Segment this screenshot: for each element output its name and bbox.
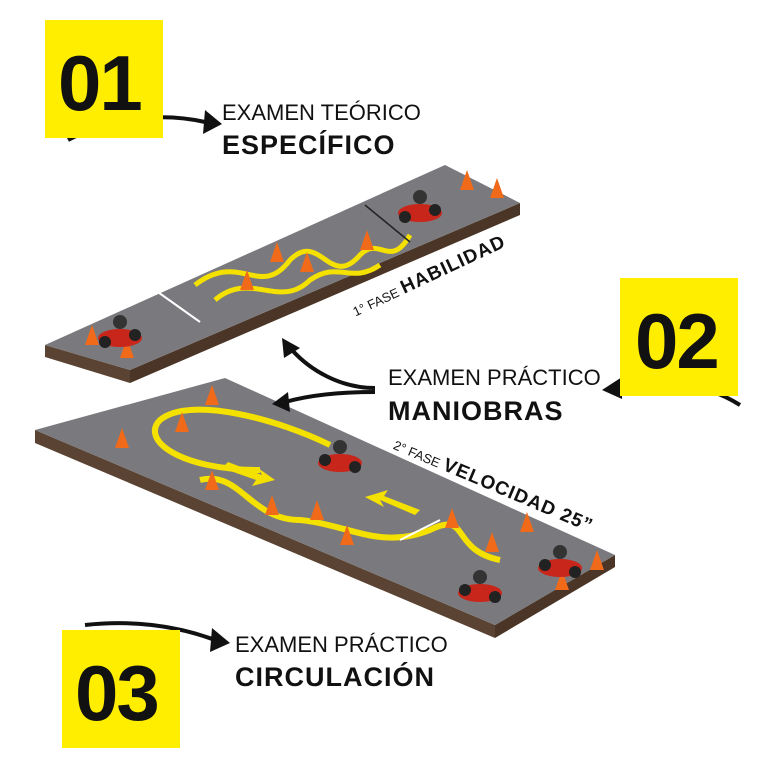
step-3-subtitle: CIRCULACIÓN bbox=[235, 662, 435, 692]
step-2-number: 02 bbox=[635, 297, 720, 385]
step-1-badge bbox=[45, 20, 163, 138]
motorcycles bbox=[98, 190, 582, 603]
step-2-subtitle: MANIOBRAS bbox=[388, 396, 564, 426]
track-velocidad bbox=[35, 378, 615, 638]
step-1-number: 01 bbox=[58, 39, 143, 127]
step-1-title: EXAMEN TEÓRICO bbox=[222, 100, 421, 125]
arrowheads bbox=[203, 110, 622, 652]
step-1-subtitle: ESPECÍFICO bbox=[222, 130, 396, 160]
step-3-number: 03 bbox=[75, 649, 160, 737]
step-3-title: EXAMEN PRÁCTICO bbox=[235, 632, 448, 657]
step-3-badge bbox=[62, 630, 180, 748]
step-2-title: EXAMEN PRÁCTICO bbox=[388, 365, 601, 390]
cones bbox=[85, 170, 604, 590]
step-2-badge bbox=[620, 278, 738, 396]
